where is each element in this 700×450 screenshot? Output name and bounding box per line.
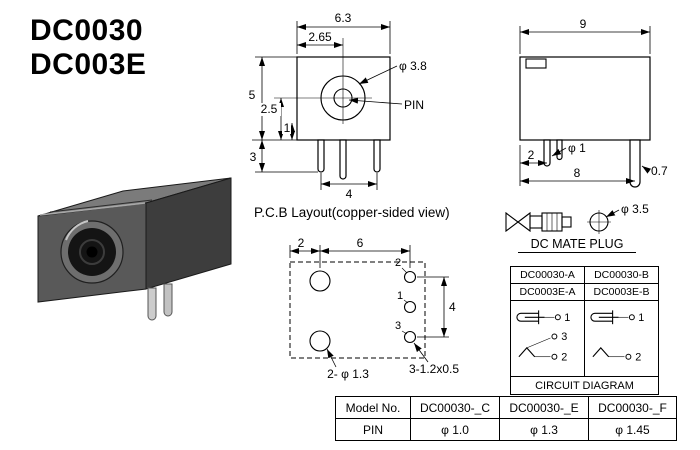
front-dim-hole-text: φ 3.8 <box>399 59 427 73</box>
side-view-drawing: 9 φ 1 2 8 0.7 <box>519 17 668 188</box>
front-dim-width: 6.3 <box>296 11 391 54</box>
side-dim-pin-offset: 2 <box>519 145 547 186</box>
model-table-header-row: Model No. DC00030-_C DC00030-_E DC00030-… <box>335 396 677 419</box>
pcb-pad-number-1-text: 1 <box>397 290 403 302</box>
pcb-slot <box>403 330 417 344</box>
front-dim-pin-pitch-text: 4 <box>346 187 353 201</box>
pcb-dim-left: 2 <box>289 236 321 268</box>
front-pin <box>373 139 381 173</box>
circuit-symbol-b: 1 2 <box>590 310 644 364</box>
circuit-b-pin1: 1 <box>638 312 644 324</box>
pcb-layout-drawing: 2 1 3 2 6 <box>289 236 459 381</box>
front-dim-center-text: 2.65 <box>308 30 332 44</box>
circuit-a-pin3: 3 <box>561 331 567 343</box>
model-title-line1: DC0030 <box>30 14 144 47</box>
terminal-pin <box>147 287 157 321</box>
side-dim-pin-dia: φ 1 <box>551 141 586 157</box>
circuit-a-pin2: 2 <box>561 352 567 364</box>
model-table-header: DC00030-_E <box>499 396 589 419</box>
pcb-pad-number-2-text: 2 <box>395 257 401 269</box>
side-pin-long <box>629 139 641 188</box>
front-dim-step-text: 1 <box>284 121 291 135</box>
side-dim-width: 9 <box>519 17 651 54</box>
page-title: DC0030 DC003E <box>30 14 146 82</box>
side-slot <box>525 58 547 69</box>
model-table-cell: PIN <box>335 418 411 441</box>
front-dim-center-bottom: 2.5 <box>257 98 284 140</box>
model-table-header: Model No. <box>335 396 411 419</box>
side-dim-tip-text: 0.7 <box>651 164 668 178</box>
pcb-dim-span-text: 6 <box>357 236 364 250</box>
front-dim-pin-length: 3 <box>250 140 318 173</box>
side-dim-width-text: 9 <box>580 17 587 31</box>
terminal-pin <box>163 283 173 317</box>
variant-table: DC00030-A DC00030-B DC0003E-A DC0003E-B … <box>510 266 659 395</box>
side-pin <box>556 139 563 161</box>
model-table: Model No. DC00030-_C DC00030-_E DC00030-… <box>335 396 677 441</box>
front-dim-step: 1 <box>282 121 295 140</box>
front-dim-width-text: 6.3 <box>335 11 352 25</box>
pcb-layout-label: P.C.B Layout(copper-sided view) <box>254 205 450 220</box>
circuit-b-pin2: 2 <box>635 352 641 364</box>
front-pin-callout: PIN <box>348 97 424 112</box>
model-table-header: DC00030-_C <box>410 396 500 419</box>
model-table-header: DC00030-_F <box>588 396 677 419</box>
model-table-pin-row: PIN φ 1.0 φ 1.3 φ 1.45 <box>335 418 677 441</box>
pcb-slot <box>403 300 417 314</box>
circuit-a-pin1: 1 <box>564 312 570 324</box>
pcb-dim-span: 6 <box>320 236 411 268</box>
front-pin-callout-text: PIN <box>404 98 424 112</box>
product-render <box>37 177 232 321</box>
model-table-cell: φ 1.0 <box>410 418 500 441</box>
front-dim-center: 2.65 <box>297 30 343 48</box>
front-dim-pin-pitch: 4 <box>320 173 378 201</box>
pcb-note-holes-text: 2- φ 1.3 <box>327 367 369 381</box>
side-dim-pin-offset-text: 2 <box>528 148 535 162</box>
front-dim-height-text: 5 <box>249 88 256 102</box>
variant-model-cell: DC00030-B <box>584 266 659 284</box>
pcb-dim-left-text: 2 <box>298 236 305 250</box>
front-pin <box>317 139 325 173</box>
pcb-note-slots: 3-1.2x0.5 <box>409 342 459 376</box>
circuit-cell-a: 1 3 2 <box>510 300 585 377</box>
pcb-note-slots-text: 3-1.2x0.5 <box>409 362 459 376</box>
front-view-drawing: 6.3 2.65 φ 3.8 PIN 5 <box>249 11 427 201</box>
front-dim-pin-length-text: 3 <box>250 150 257 164</box>
model-table-cell: φ 1.45 <box>588 418 677 441</box>
variant-model-cell: DC00030-A <box>510 266 585 284</box>
variant-model-cell: DC0003E-A <box>510 283 585 301</box>
pcb-hole <box>309 270 331 292</box>
circuit-diagram-caption: CIRCUIT DIAGRAM <box>510 376 659 395</box>
circuit-symbol-a: 1 3 2 <box>516 310 570 364</box>
variant-model-cell: DC0003E-B <box>584 283 659 301</box>
side-dim-tip: 0.7 <box>641 164 668 178</box>
pcb-pad-number-3-text: 3 <box>395 320 401 332</box>
mate-plug-drawing: φ 3.5 <box>505 202 649 234</box>
circuit-cell-b: 1 2 <box>584 300 659 377</box>
pcb-dim-vertical-text: 4 <box>449 300 456 314</box>
pcb-dim-vertical: 4 <box>417 276 456 338</box>
model-title-line2: DC003E <box>30 48 147 81</box>
front-dim-hole: φ 3.8 <box>358 59 427 85</box>
dc-mate-plug-label: DC MATE PLUG <box>518 237 636 253</box>
side-pin <box>543 139 551 167</box>
model-table-cell: φ 1.3 <box>499 418 589 441</box>
pcb-pad-number-2: 2 <box>395 257 408 274</box>
front-dim-center-bottom-text: 2.5 <box>261 102 278 116</box>
pcb-pad-number-3: 3 <box>395 320 408 335</box>
pcb-note-holes: 2- φ 1.3 <box>326 348 369 381</box>
mate-plug-dim-dia: φ 3.5 <box>605 202 649 218</box>
barrel-opening <box>60 220 124 284</box>
side-dim-pin-pos: 8 <box>520 166 635 184</box>
pcb-hole <box>309 330 331 352</box>
side-dim-pin-pos-text: 8 <box>574 166 581 180</box>
pcb-pad-number-1: 1 <box>397 290 409 304</box>
mate-plug-dim-dia-text: φ 3.5 <box>621 202 649 216</box>
front-pin-center <box>339 139 347 180</box>
side-dim-pin-dia-text: φ 1 <box>568 141 586 155</box>
pcb-slot <box>403 270 417 284</box>
